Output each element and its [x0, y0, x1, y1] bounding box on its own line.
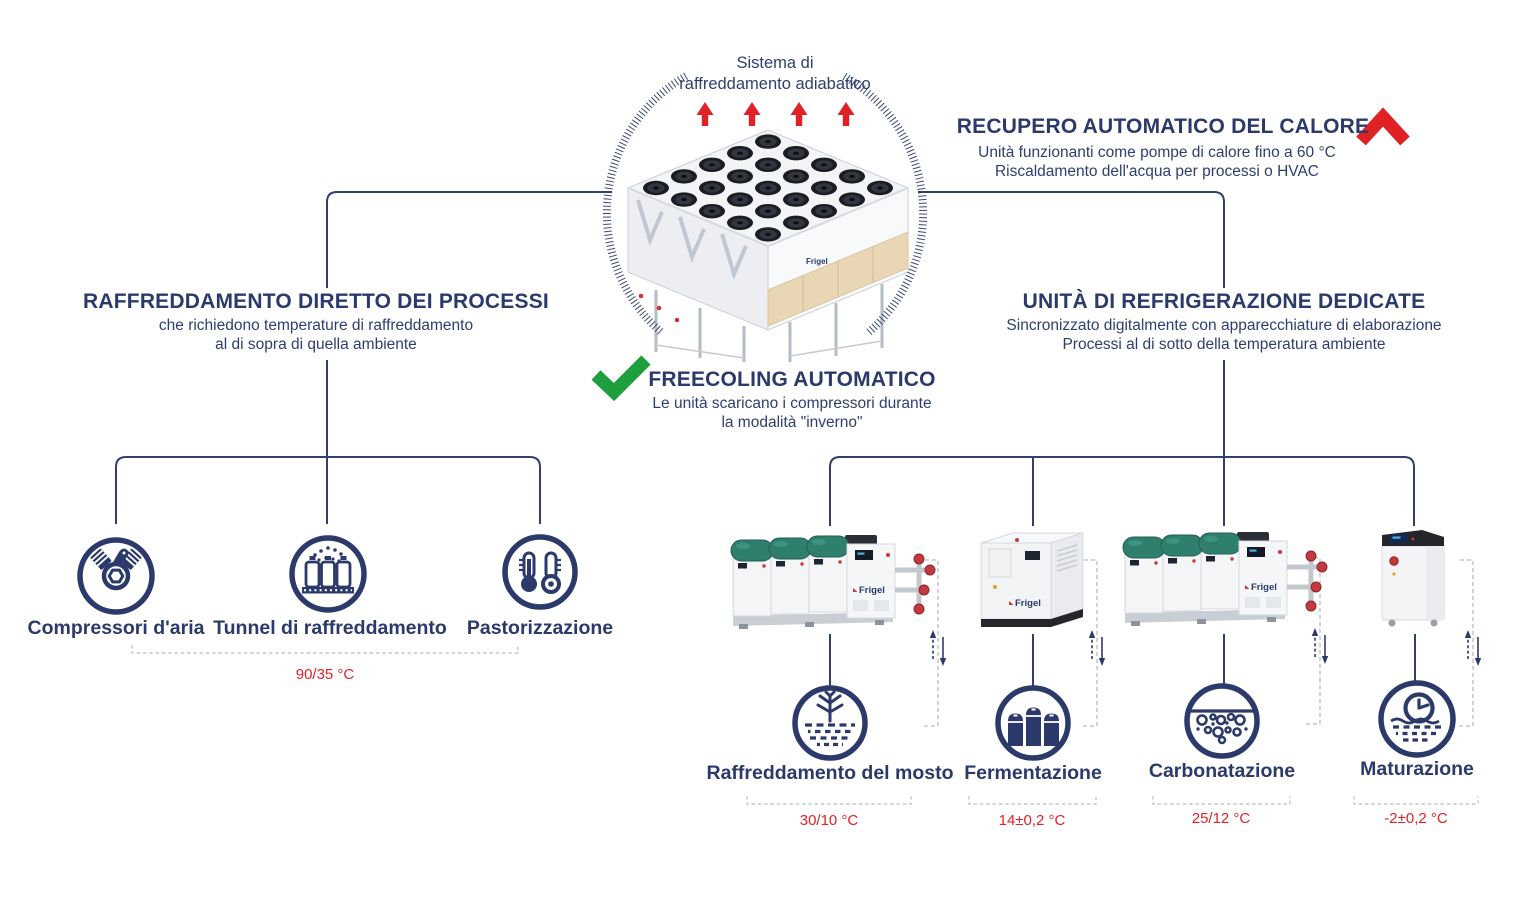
direct-cooling-subtitle-line1: che richiedono temperature di raffreddam… [158, 317, 474, 334]
freecooling-subtitle-line2: la modalità "inverno" [721, 414, 863, 432]
dedicated-refrigeration-subtitle: Sincronizzato digitalmente con apparecch… [1006, 316, 1441, 355]
adiabatic-system-label-line1: Sistema di [736, 54, 814, 72]
heat-recovery-subtitle-line2: Riscaldamento dell'acqua per processi o … [994, 163, 1320, 181]
freecooling-title: FREECOLING AUTOMATICO [648, 368, 936, 391]
direct-cooling-title: RAFFREDDAMENTO DIRETTO DEI PROCESSI [83, 290, 549, 313]
label-maturation: Maturazione [1360, 758, 1474, 780]
airflow-up-arrows-icon [696, 102, 855, 126]
label-pasteurization: Pastorizzazione [466, 617, 614, 639]
maturation-icon [1378, 680, 1456, 758]
temp-carbonation: 25/12 °C [1191, 810, 1251, 827]
maturation-unit-illustration [1381, 529, 1445, 627]
cooling-tunnel-icon [289, 535, 367, 613]
pasteurization-icon [502, 534, 578, 610]
heat-recovery-subtitle-line1: Unità funzionanti come pompe di calore f… [978, 144, 1336, 161]
label-cooling-tunnel: Tunnel di raffreddamento [213, 617, 447, 639]
frigel-logo: Frigel [806, 257, 828, 266]
label-carbonation: Carbonatazione [1148, 760, 1296, 782]
fermentation-chiller-illustration [980, 532, 1084, 628]
temp-fermentation: 14±0,2 °C [998, 812, 1066, 829]
temp-direct-cooling: 90/35 °C [295, 666, 355, 683]
temp-wort-cooling: 30/10 °C [799, 812, 859, 829]
heat-recovery-title: RECUPERO AUTOMATICO DEL CALORE [956, 115, 1370, 138]
dedicated-refrigeration-title: UNITÀ DI REFRIGERAZIONE DEDICATE [1022, 290, 1426, 313]
direct-cooling-subtitle: che richiedono temperature di raffreddam… [159, 316, 473, 355]
dedicated-refrigeration-subtitle-line1: Sincronizzato digitalmente con apparecch… [1006, 317, 1442, 334]
adiabatic-system-label-line2: raffreddamento adiabatico [679, 75, 871, 94]
air-compressor-icon [77, 537, 155, 615]
dedicated-refrigeration-subtitle-line2: Processi al di sotto della temperatura a… [1062, 336, 1386, 354]
adiabatic-cooler-illustration: Frigel [626, 129, 910, 362]
temp-maturation: -2±0,2 °C [1384, 810, 1448, 827]
fermentation-icon [995, 685, 1071, 761]
carbonation-icon [1184, 683, 1260, 759]
temperature-range-brackets [131, 645, 1479, 805]
heat-recovery-subtitle: Unità funzionanti come pompe di calore f… [978, 143, 1336, 182]
label-wort-cooling: Raffreddamento del mosto [706, 762, 954, 784]
freecooling-subtitle: Le unità scaricano i compressori durante… [652, 394, 931, 433]
carbonation-chiller-illustration [1123, 532, 1327, 626]
label-fermentation: Fermentazione [964, 762, 1102, 784]
heat-recovery-chevron-icon [1356, 107, 1410, 146]
adiabatic-system-label: Sistema di raffreddamento adiabatico [679, 53, 870, 95]
wort-cooling-icon [792, 685, 868, 761]
hatched-circle-arcs [602, 72, 928, 336]
wort-cooling-chiller-illustration [731, 535, 935, 629]
freecooling-subtitle-line1: Le unità scaricano i compressori durante [652, 395, 932, 412]
freecooling-check-icon [591, 355, 651, 402]
label-air-compressors: Compressori d'aria [27, 617, 205, 639]
direct-cooling-subtitle-line2: al di sopra di quella ambiente [215, 336, 417, 354]
connector-lines [115, 191, 1416, 686]
